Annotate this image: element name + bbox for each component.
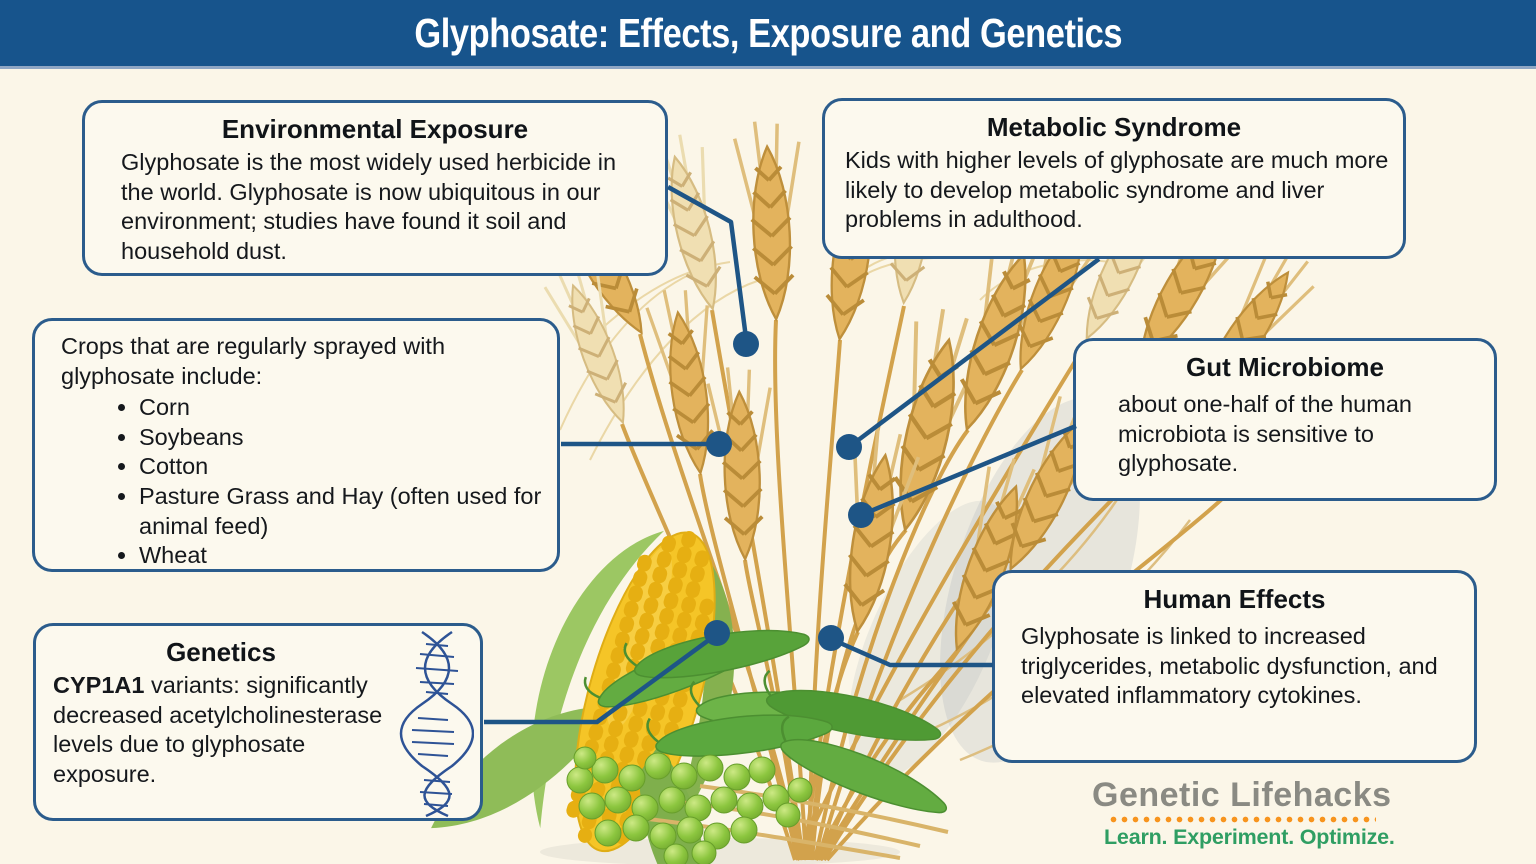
- metabolic-syndrome-title: Metabolic Syndrome: [986, 112, 1242, 142]
- metabolic-syndrome-body: Kids with higher levels of glyphosate ar…: [845, 147, 1389, 233]
- logo-tagline: Learn. Experiment. Optimize.: [1104, 825, 1395, 849]
- sprayed-crops-intro: Crops that are regularly sprayed with gl…: [61, 333, 446, 389]
- genetic-lifehacks-logo: Genetic Lifehacks Learn. Experiment. Opt…: [1092, 776, 1422, 850]
- page-title: Glyphosate: Effects, Exposure and Geneti…: [414, 9, 1122, 56]
- header-bar: Glyphosate: Effects, Exposure and Geneti…: [0, 0, 1536, 69]
- environmental-exposure-body: Glyphosate is the most widely used herbi…: [121, 149, 617, 264]
- callout-metabolic-syndrome: Metabolic Syndrome Kids with higher leve…: [822, 98, 1406, 259]
- human-effects-title: Human Effects: [1143, 584, 1326, 614]
- callout-environmental-exposure: Environmental Exposure Glyphosate is the…: [82, 100, 668, 276]
- human-effects-body: Glyphosate is linked to increased trigly…: [1021, 623, 1438, 709]
- callout-human-effects: Human Effects Glyphosate is linked to in…: [992, 570, 1477, 763]
- sprayed-crops-list: Corn Soybeans Cotton Pasture Grass and H…: [35, 393, 557, 571]
- crop-item: Soybeans: [139, 423, 557, 453]
- crop-item: Cotton: [139, 452, 557, 482]
- peas: [566, 746, 813, 864]
- callout-sprayed-crops: Crops that are regularly sprayed with gl…: [32, 318, 560, 572]
- logo-name: Genetic Lifehacks: [1092, 776, 1392, 814]
- genetics-body: CYP1A1 variants: significantly decreased…: [53, 672, 383, 787]
- callout-gut-microbiome: Gut Microbiome about one-half of the hum…: [1073, 338, 1497, 501]
- crop-item: Corn: [139, 393, 557, 423]
- crop-item: Pasture Grass and Hay (often used for an…: [139, 482, 557, 541]
- callout-genetics: Genetics CYP1A1 variants: significantly …: [33, 623, 483, 821]
- gene-name: CYP1A1: [53, 672, 145, 698]
- genetics-title: Genetics: [166, 637, 276, 667]
- logo-dotted-divider: [1108, 816, 1376, 823]
- dna-helix-icon: [399, 630, 474, 818]
- crop-item: Wheat: [139, 541, 557, 571]
- gut-microbiome-body: about one-half of the human microbiota i…: [1118, 391, 1412, 477]
- gut-microbiome-title: Gut Microbiome: [1186, 352, 1384, 382]
- environmental-exposure-title: Environmental Exposure: [221, 114, 529, 144]
